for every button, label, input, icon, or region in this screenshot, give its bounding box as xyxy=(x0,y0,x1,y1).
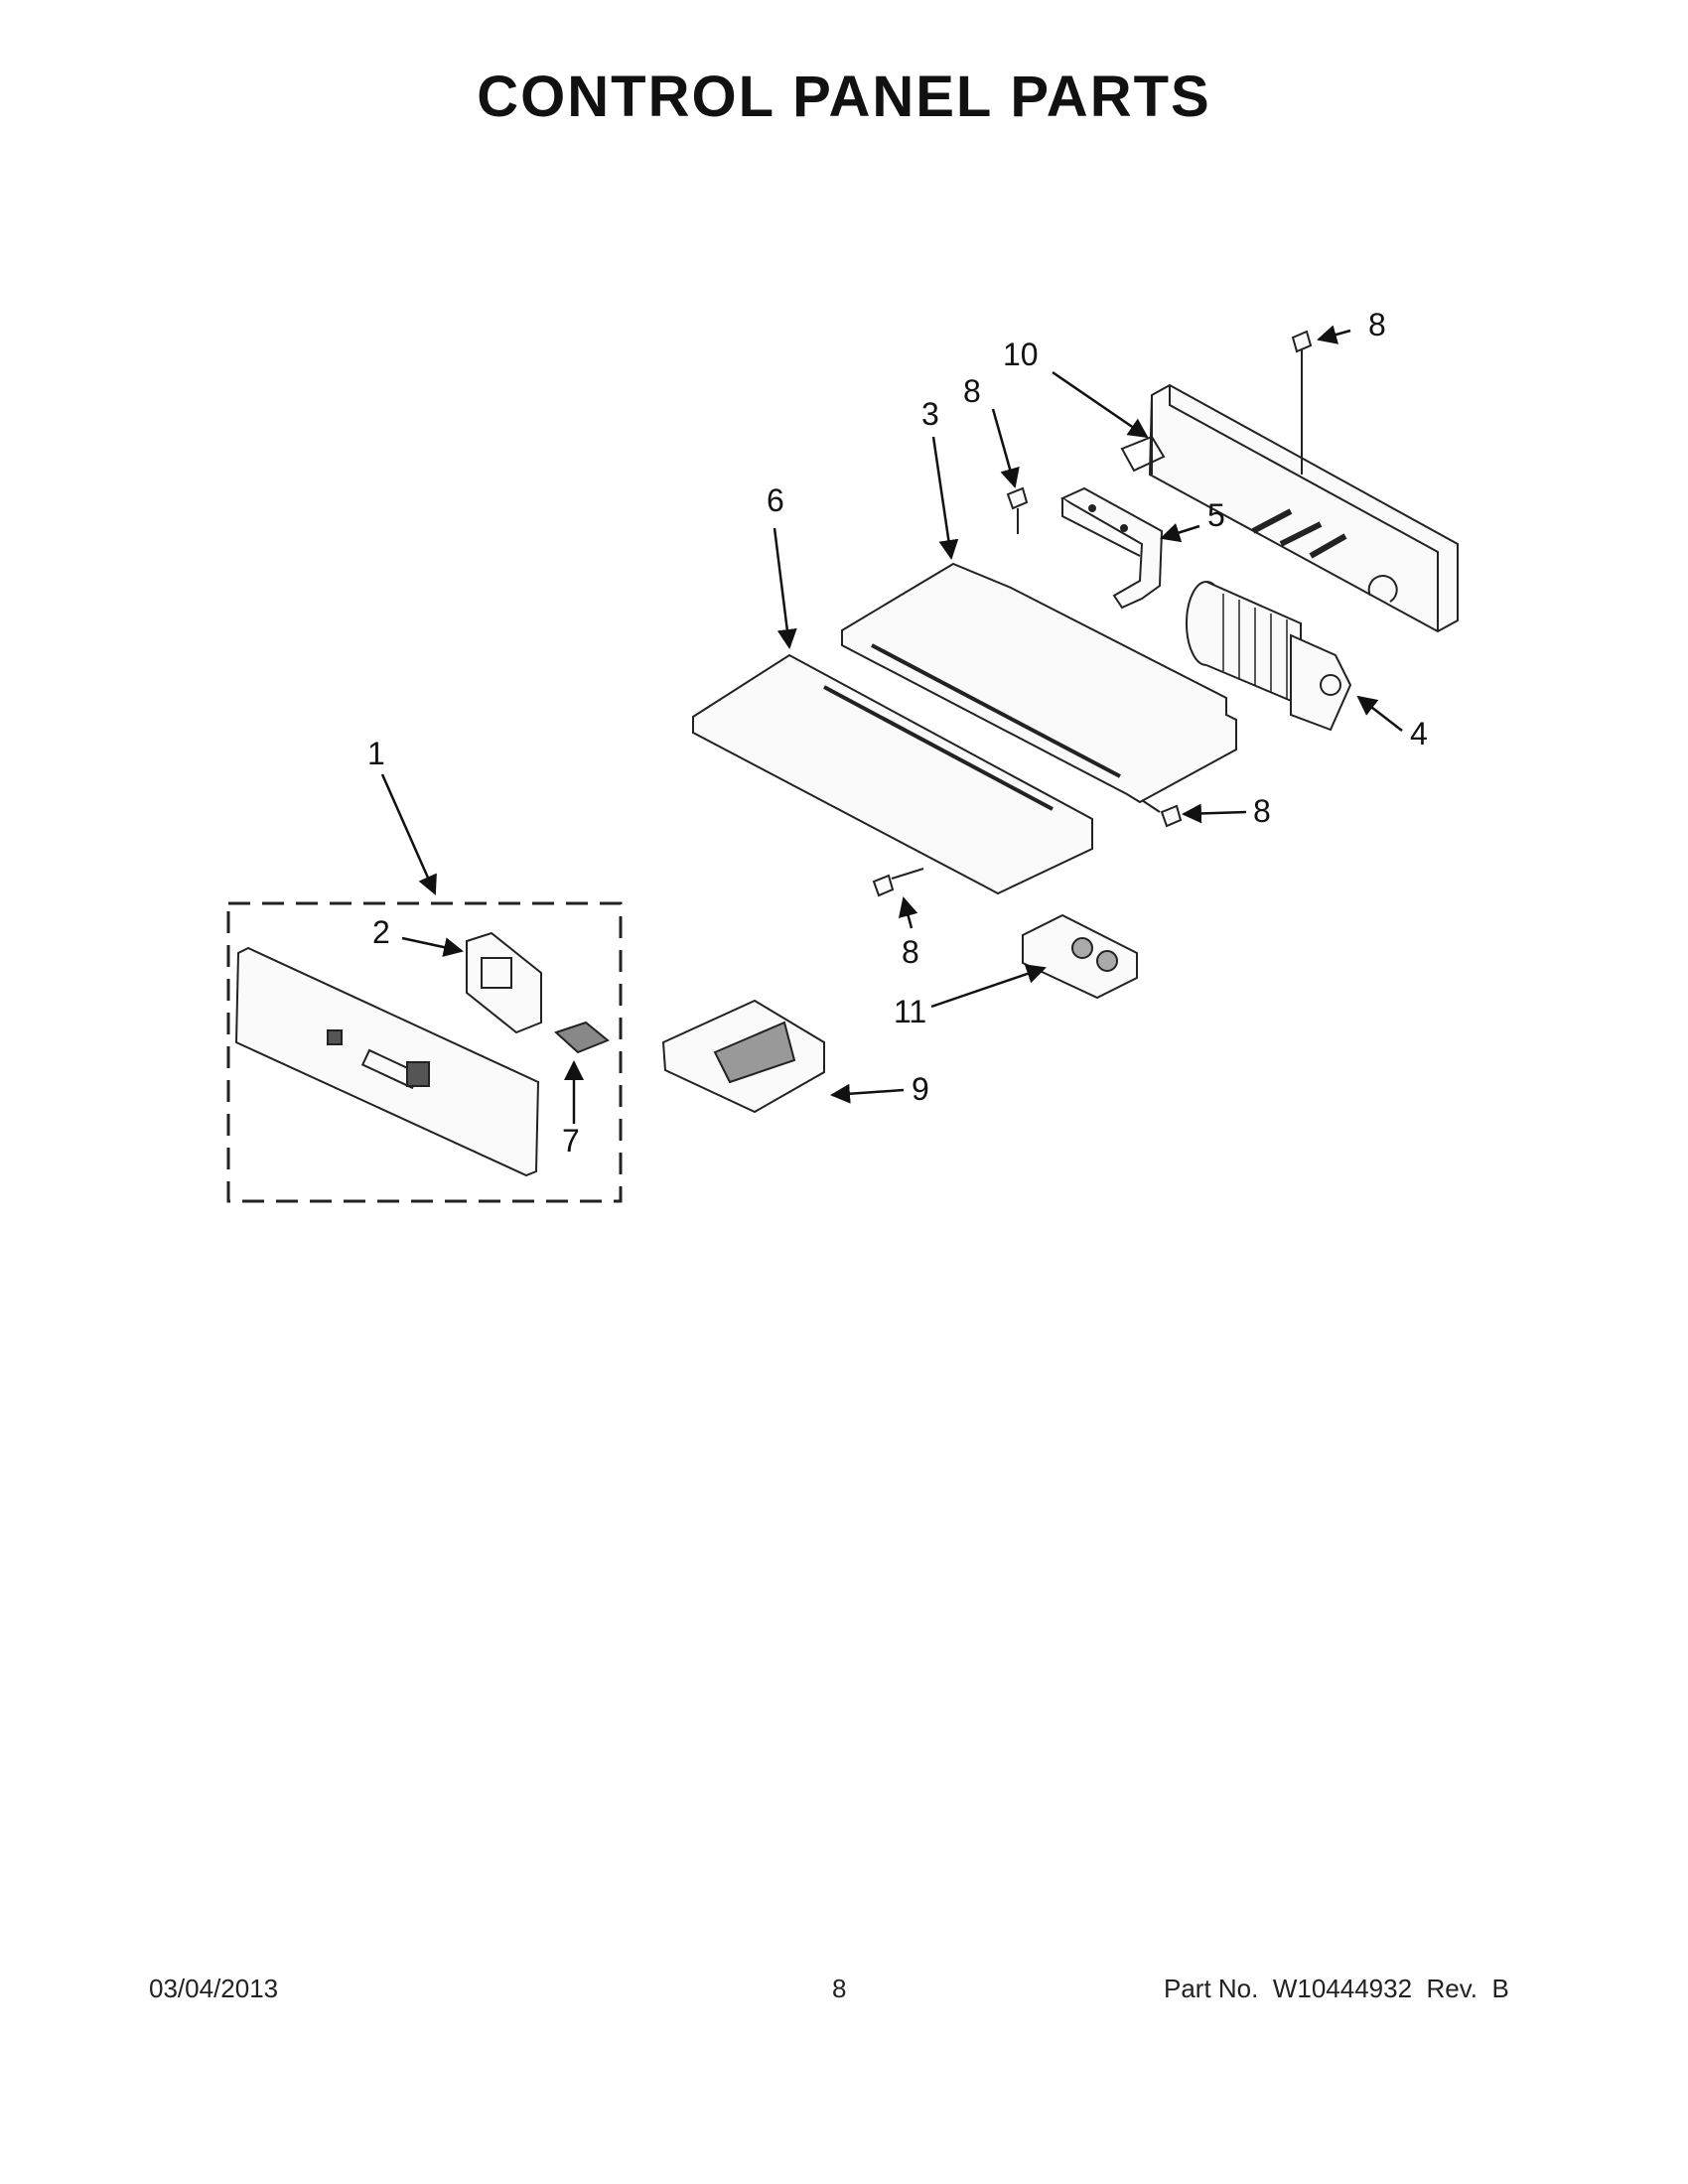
part-9-module-tray xyxy=(661,999,825,1114)
callout-1: 1 xyxy=(367,736,385,771)
part-11-relay-board xyxy=(1022,913,1138,1000)
callout-2: 2 xyxy=(372,914,390,950)
callout-11: 11 xyxy=(894,994,926,1029)
callout-9: 9 xyxy=(912,1071,929,1107)
footer-date: 03/04/2013 xyxy=(149,1974,279,2003)
footer-part-number: Part No. W10444932 Rev. B xyxy=(1164,1974,1509,2003)
part-2-board-bracket xyxy=(466,931,542,1034)
callout-8-top-middle: 8 xyxy=(963,373,981,409)
part-3-rear-plate xyxy=(841,562,1237,804)
callout-10: 10 xyxy=(1003,337,1039,372)
callout-3: 3 xyxy=(921,396,939,432)
part-7-keypad xyxy=(554,1021,610,1054)
part-4-blower-fan xyxy=(1186,581,1352,732)
part-6-front-plate xyxy=(692,653,1093,895)
leader-arrows xyxy=(380,325,1403,1124)
footer-page-number: 8 xyxy=(832,1974,847,2003)
page-title: CONTROL PANEL PARTS xyxy=(477,65,1211,129)
callout-8-top-right: 8 xyxy=(1368,307,1386,342)
callout-7: 7 xyxy=(562,1123,580,1159)
part-8-screw-left xyxy=(872,868,924,897)
callout-4: 4 xyxy=(1410,716,1428,751)
part-8-screw-top-middle xyxy=(1006,486,1029,534)
part-1-assembly-box xyxy=(226,901,623,1203)
part-10-top-bracket xyxy=(1120,383,1459,633)
callout-6: 6 xyxy=(767,482,784,518)
part-8-screw-top-right xyxy=(1291,330,1313,475)
callout-8-lower: 8 xyxy=(902,934,919,970)
callout-8-right: 8 xyxy=(1253,793,1271,829)
part-8-screw-right xyxy=(1141,799,1183,828)
callout-labels: 1 2 3 4 5 6 7 8 8 8 8 9 10 11 xyxy=(367,307,1428,1159)
part-1-control-panel xyxy=(234,946,540,1177)
callout-5: 5 xyxy=(1207,497,1225,533)
part-5-bracket xyxy=(1059,486,1164,610)
